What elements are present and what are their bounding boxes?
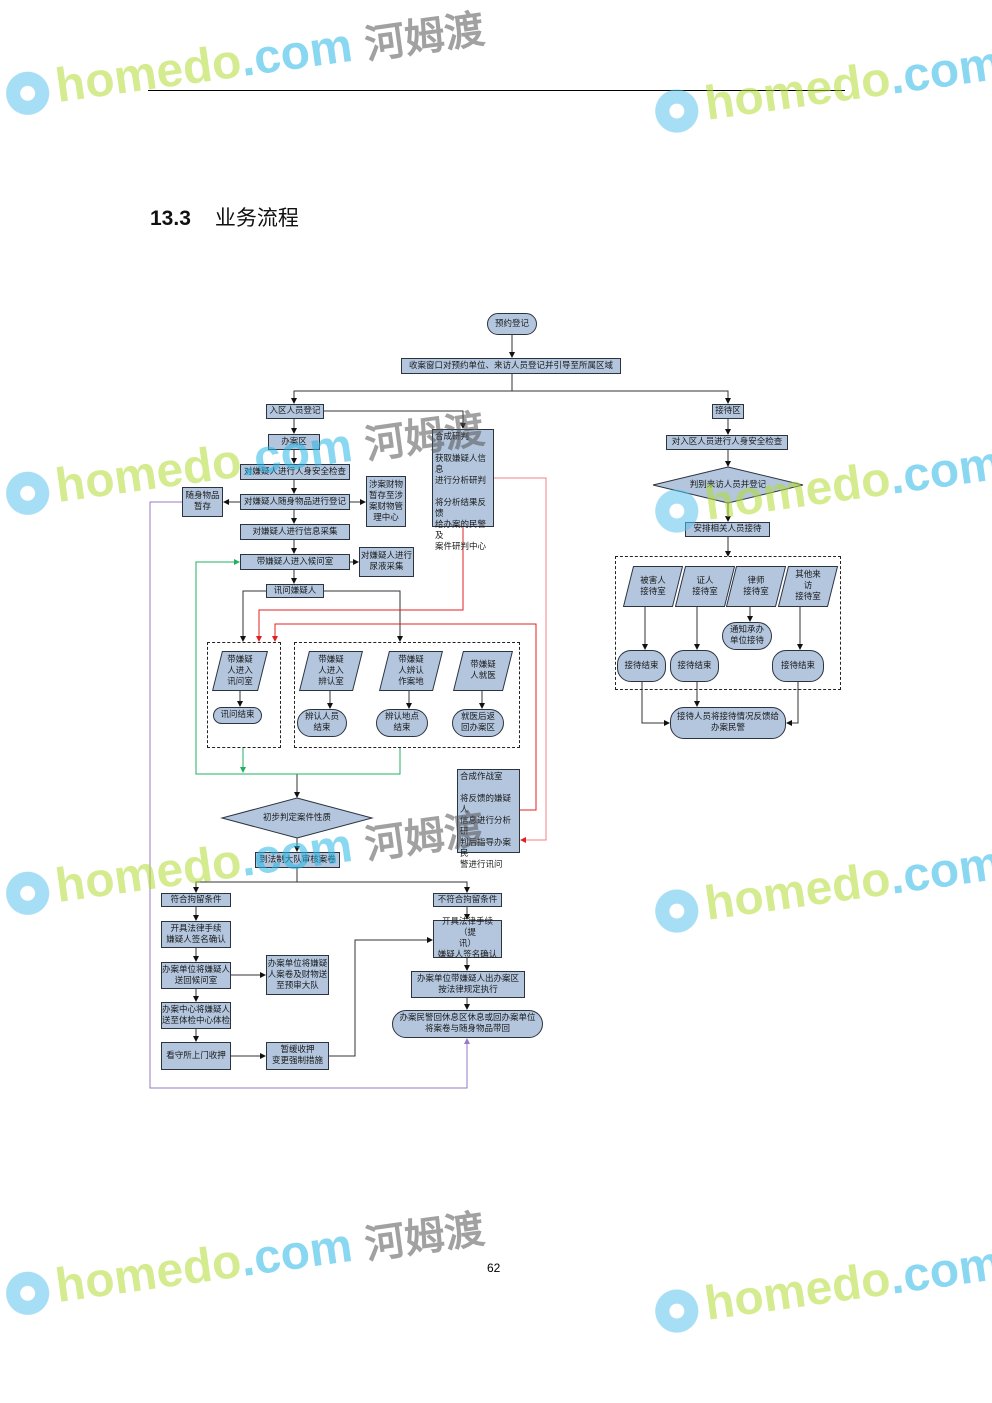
identification-group <box>294 642 520 748</box>
node-to-interrogation-room: 带嫌疑 人进入 讯问室 <box>217 651 263 691</box>
section-number: 13.3 <box>150 207 191 230</box>
node-judge-case: 初步判定案件性质 <box>262 812 331 823</box>
node-reception-end-3: 接待结束 <box>772 650 824 682</box>
node-body-check: 对嫌疑人进行人身安全检查 <box>240 464 350 480</box>
diamond-judge-case <box>220 797 374 839</box>
node-victim-room: 被害人 接待室 <box>628 566 678 607</box>
node-interrogation-end: 讯问结束 <box>213 707 262 724</box>
node-waiting-room: 带嫌疑人进入候问室 <box>240 554 350 570</box>
section-title: 业务流程 <box>214 206 299 230</box>
node-health-check: 办案中心将嫌疑人 送至体检中心体检 <box>161 1002 231 1029</box>
node-feedback: 接待人员将接待情况反馈给 办案民警 <box>670 707 786 739</box>
node-start: 预约登记 <box>487 313 537 335</box>
node-send-files: 办案单位将嫌疑 人案卷及财物送 至预审大队 <box>266 955 329 995</box>
section-heading: 13.3 业务流程 <box>150 202 299 232</box>
node-detain-ok: 符合拘留条件 <box>161 893 231 907</box>
node-reception-area: 接待区 <box>712 404 744 419</box>
header-rule <box>148 90 845 91</box>
node-register-window: 收案窗口对预约单位、来访人员登记并引导至所属区域 <box>401 358 621 374</box>
node-identify-visitor: 判别来访人员并登记 <box>689 479 767 490</box>
node-other-room: 其他来 访 接待室 <box>783 566 833 607</box>
node-reception-end-2: 接待结束 <box>670 650 719 682</box>
interrogation-group <box>207 642 281 748</box>
node-defer: 暂缓收押 变更强制措施 <box>266 1042 329 1070</box>
node-info-collect: 对嫌疑人进行信息采集 <box>240 524 350 540</box>
node-detain-no: 不符合拘留条件 <box>433 893 502 907</box>
node-leave-area: 办案单位带嫌疑人出办案区 按法律规定执行 <box>411 971 525 998</box>
node-visitor-check: 对入区人员进行人身安全检查 <box>666 435 788 450</box>
node-interrogate: 讯问嫌疑人 <box>266 584 324 598</box>
node-legal-review: 到法制大队审核案卷 <box>255 852 340 868</box>
node-lawyer-room: 律师 接待室 <box>731 566 781 607</box>
page-number: 62 <box>487 1261 501 1275</box>
node-identify-place-end: 辨认地点 结束 <box>376 709 428 737</box>
node-identify-person-end: 辨认人员 结束 <box>297 709 347 737</box>
node-urine: 对嫌疑人进行 尿液采集 <box>359 547 414 577</box>
node-return-waiting: 办案单位将嫌疑人 送回候问室 <box>161 962 231 989</box>
node-to-hospital: 带嫌疑 人就医 <box>458 651 508 691</box>
node-property-center: 涉案财物 暂存至涉 案财物管 理中心 <box>366 476 406 527</box>
node-arrange-reception: 安排相关人员接待 <box>685 522 770 537</box>
node-legal-docs: 开具法律手续 嫌疑人签名确认 <box>161 921 231 948</box>
node-police-return: 办案民警回休息区休息或回办案单位 将案卷与随身物品带回 <box>392 1010 543 1038</box>
node-synth-analysis: 合成研判 获取嫌疑人信息 进行分析研判 将分析结果反馈 给办案的民警及 案件研判… <box>432 429 494 552</box>
node-belongings-store: 随身物品 暂存 <box>182 487 223 517</box>
node-legal-docs-2: 开具法律手续（提 讯） 嫌疑人签名确认 <box>433 917 502 960</box>
node-jail-pickup: 看守所上门收押 <box>161 1042 231 1070</box>
node-to-crime-scene: 带嫌疑 人辨认 作案地 <box>384 651 438 691</box>
node-hospital-return: 就医后返 回办案区 <box>452 709 504 737</box>
node-entry-register: 入区人员登记 <box>266 404 324 419</box>
node-to-identify-room: 带嫌疑 人进入 辨认室 <box>304 651 358 691</box>
node-combat-room: 合成作战室 将反馈的嫌疑人 信息进行分析研 判后指导办案民 警进行讯问 <box>457 769 520 870</box>
reception-group <box>615 556 841 690</box>
node-witness-room: 证人 接待室 <box>680 566 730 607</box>
node-case-area: 办案区 <box>268 434 320 450</box>
node-notify-unit: 通知承办 单位接待 <box>722 622 772 650</box>
node-belongings-register: 对嫌疑人随身物品进行登记 <box>240 494 350 510</box>
node-reception-end-1: 接待结束 <box>617 650 666 682</box>
